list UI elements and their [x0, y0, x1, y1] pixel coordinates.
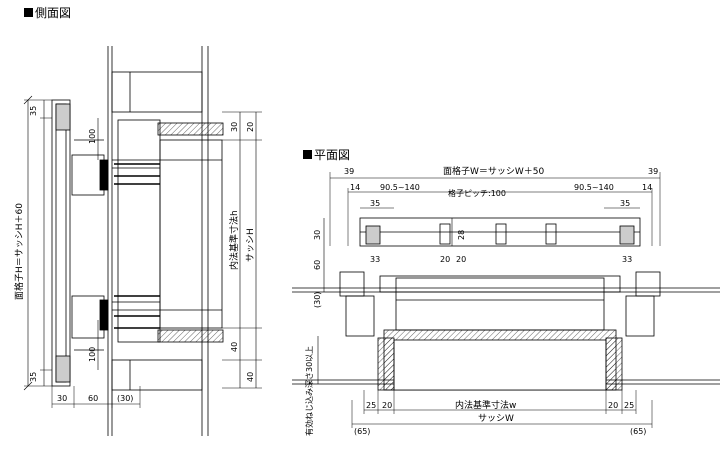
side-dim-35-top: 35	[29, 106, 38, 116]
side-view-title-text: 側面図	[35, 6, 72, 20]
side-dim-30-top-right: 30	[230, 122, 239, 132]
plan-dim-35-right: 35	[620, 199, 630, 208]
plan-dim-39-right: 39	[648, 167, 658, 176]
plan-dim-14-left: 14	[350, 183, 360, 192]
plan-view-title-text: 平面図	[314, 148, 351, 162]
side-dim-60-bottom: 60	[88, 394, 98, 403]
side-label-sash-height: サッシH	[245, 228, 256, 262]
side-dim-20-top-right: 20	[246, 122, 255, 132]
plan-dim-range-right: 90.5~140	[574, 183, 614, 192]
plan-label-sash-width: サッシW	[478, 413, 514, 424]
plan-dim-60-left: 60	[313, 260, 322, 270]
side-dim-100-bottom: 100	[88, 347, 97, 362]
plan-dim-20-a: 20	[440, 255, 450, 264]
plan-label-inner-width: 内法基準寸法w	[455, 399, 516, 411]
plan-dim-30-left: 30	[313, 230, 322, 240]
plan-dim-35-left: 35	[370, 199, 380, 208]
plan-label-screw-depth: 有効ねじ込み深さ30以上	[304, 346, 314, 436]
side-dim-35-bottom: 35	[29, 372, 38, 382]
side-label-grille-height: 面格子H＝サッシH＋60	[13, 203, 25, 300]
side-dim-100-top: 100	[88, 129, 97, 144]
side-view-drawing	[23, 46, 262, 436]
side-dim-40-bottom-right: 40	[230, 342, 239, 352]
side-view-title: 側面図	[24, 4, 71, 21]
plan-label-grille-width: 面格子W＝サッシW＋50	[443, 165, 545, 177]
square-marker-icon	[303, 150, 312, 159]
plan-dim-65-right: (65)	[630, 427, 646, 436]
plan-dim-30p: (30)	[313, 292, 322, 308]
plan-label-pitch: 格子ピッチ:100	[448, 188, 506, 198]
plan-dim-65-left: (65)	[354, 427, 370, 436]
plan-dim-range-left: 90.5~140	[380, 183, 420, 192]
side-dim-30-bottom: 30	[57, 394, 67, 403]
plan-dim-20-bottom-left: 20	[382, 401, 392, 410]
plan-dim-25-right: 25	[624, 401, 634, 410]
side-dim-40-bottom-right-2: 40	[246, 372, 255, 382]
plan-dim-20-b: 20	[456, 255, 466, 264]
plan-dim-28: 28	[457, 230, 466, 240]
plan-view-title: 平面図	[303, 146, 350, 163]
plan-dim-33-left: 33	[370, 255, 380, 264]
square-marker-icon	[24, 8, 33, 17]
plan-dim-14-right: 14	[642, 183, 652, 192]
plan-dim-25-left: 25	[366, 401, 376, 410]
plan-dim-39-left: 39	[344, 167, 354, 176]
side-dim-30p-bottom: (30)	[117, 394, 133, 403]
plan-dim-33-right: 33	[622, 255, 632, 264]
plan-dim-20-bottom-right: 20	[608, 401, 618, 410]
side-label-inner-height: 内法基準寸法h	[228, 210, 240, 270]
plan-view-drawing	[292, 172, 720, 428]
